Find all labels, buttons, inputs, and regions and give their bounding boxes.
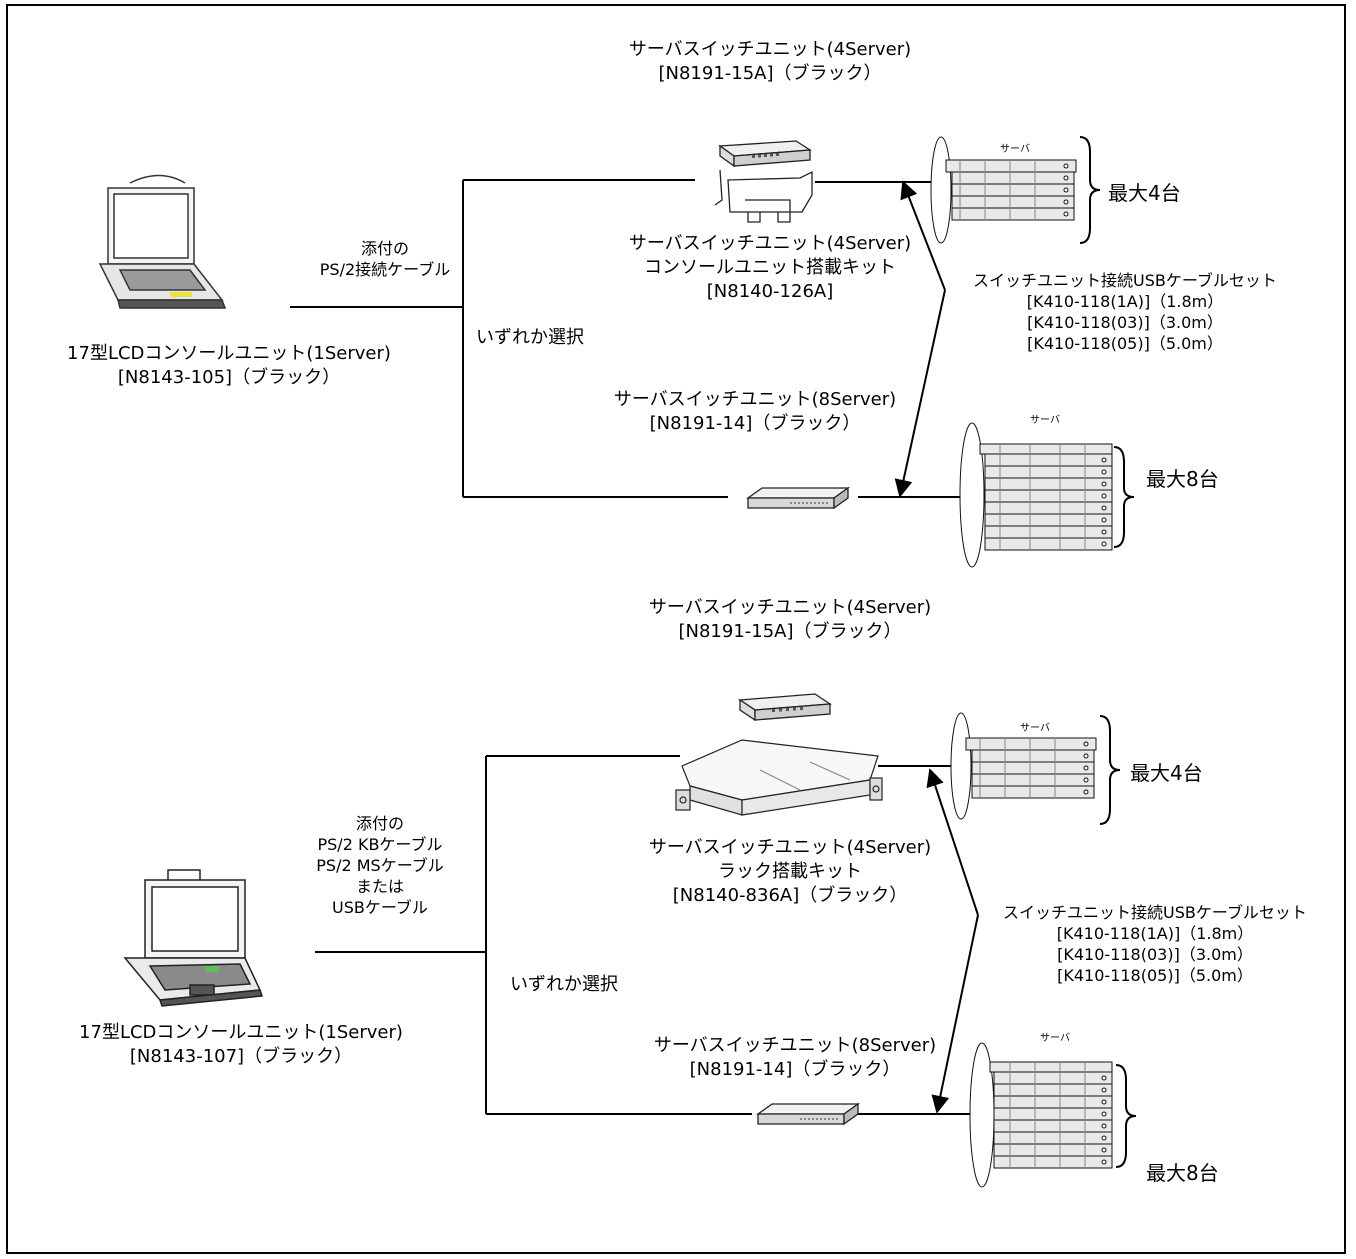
top-switch4-title: サーバスイッチユニット(4Server) [N8191-15A]（ブラック） (628, 39, 912, 84)
top-switch8-icon (745, 486, 851, 510)
bottom-rack-kit-icon (675, 739, 883, 816)
bottom-usb-cable-set-label: スイッチユニット接続USBケーブルセット [K410-118(1A)]（1.8m… (1003, 903, 1307, 986)
bottom-console-label: 17型LCDコンソールユニット(1Server) [N8143-107]（ブラッ… (79, 1022, 403, 1067)
bottom-kit-label: サーバスイッチユニット(4Server) ラック搭載キット [N8140-836… (648, 837, 932, 906)
top-servers-8-icon (959, 422, 1113, 568)
bottom-usb-arrow-up (926, 768, 979, 916)
bottom-server-label-8: サーバ (1040, 1033, 1070, 1044)
bottom-max8-label: 最大8台 (1146, 1161, 1219, 1185)
top-kit-label: サーバスイッチユニット(4Server) コンソールユニット搭載キット [N81… (628, 233, 912, 302)
top-select-label: いずれか選択 (476, 327, 584, 348)
top-max8-label: 最大8台 (1146, 467, 1219, 491)
bottom-switch8-icon (755, 1102, 861, 1126)
bottom-brace-8 (1115, 1064, 1137, 1168)
top-console-kit-bracket-icon (714, 169, 813, 223)
top-console-unit-icon (98, 174, 227, 309)
top-server-label-8: サーバ (1030, 415, 1060, 426)
top-usb-cable-set-label: スイッチユニット接続USBケーブルセット [K410-118(1A)]（1.8m… (973, 271, 1277, 354)
diagram-frame (6, 4, 1346, 1254)
top-switch8-label: サーバスイッチユニット(8Server) [N8191-14]（ブラック） (613, 389, 897, 434)
top-max4-label: 最大4台 (1108, 181, 1181, 205)
top-console-label: 17型LCDコンソールユニット(1Server) [N8143-105]（ブラッ… (67, 343, 391, 388)
bottom-cable-label: 添付の PS/2 KBケーブル PS/2 MSケーブル または USBケーブル (316, 814, 444, 918)
bottom-max4-label: 最大4台 (1130, 761, 1203, 785)
bottom-switch8-label: サーバスイッチユニット(8Server) [N8191-14]（ブラック） (653, 1035, 937, 1080)
bottom-select-label: いずれか選択 (510, 974, 618, 995)
bottom-switch4-title: サーバスイッチユニット(4Server) [N8191-15A]（ブラック） (648, 597, 932, 642)
bottom-server-label-4: サーバ (1020, 723, 1050, 734)
bottom-servers-8-icon (969, 1042, 1113, 1188)
bottom-console-unit-icon (123, 869, 264, 1007)
top-brace-8 (1113, 446, 1135, 548)
top-server-label-4: サーバ (1000, 144, 1030, 155)
top-usb-arrow-down (894, 289, 946, 498)
bottom-servers-4-icon (950, 712, 1097, 820)
bottom-usb-arrow-down (931, 914, 979, 1114)
bottom-brace-4 (1099, 715, 1121, 825)
top-usb-arrow-up (900, 180, 946, 291)
top-brace-4 (1079, 136, 1101, 244)
top-cable-label: 添付の PS/2接続ケーブル (319, 239, 451, 280)
top-servers-4-icon (930, 136, 1077, 244)
bottom-switch4-icon (738, 693, 832, 722)
top-switch4-icon (718, 140, 812, 168)
